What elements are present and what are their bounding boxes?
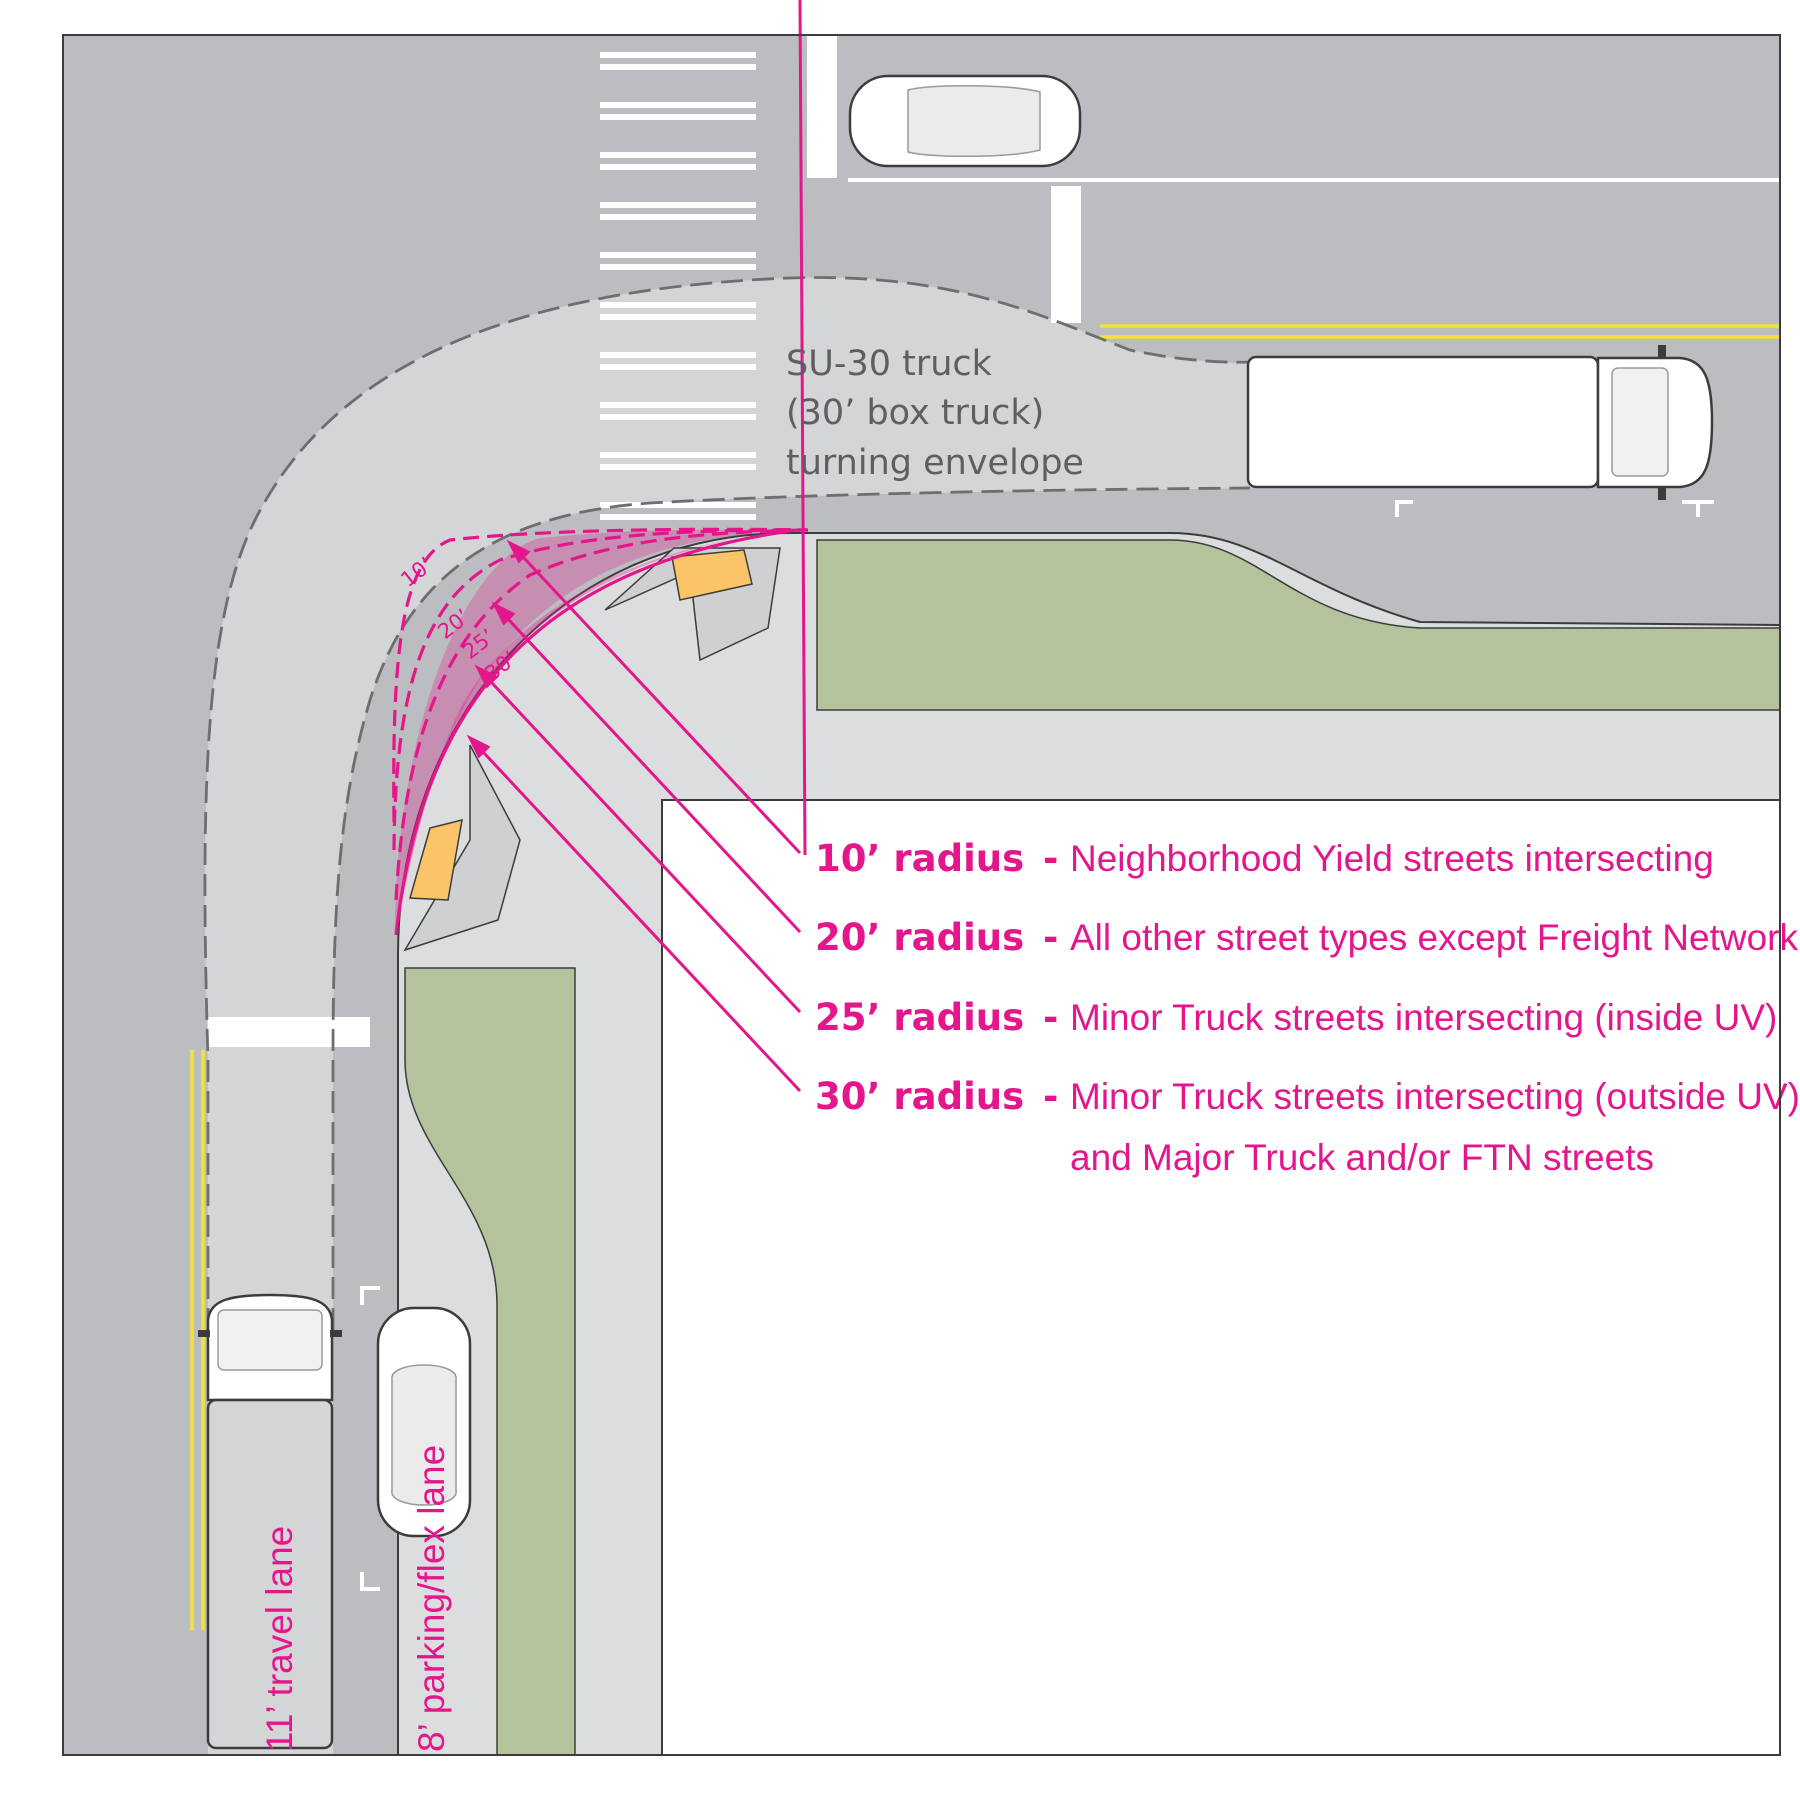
legend-dash-10: - [1043,837,1058,880]
planting-strip-north [816,539,1781,711]
leader-lines [466,0,807,1093]
stop-bar-east [1051,186,1081,323]
lane-line-north [848,178,1780,182]
car-parked [376,1306,472,1538]
legend-row-30: 30’ radius - Minor Truck streets interse… [815,1075,1800,1178]
center-line-east [1100,324,1780,339]
legend-desc-20: All other street types except Freight Ne… [1070,917,1798,958]
legend-desc-25: Minor Truck streets intersecting (inside… [1070,997,1777,1038]
truck-east [1246,345,1714,500]
crosswalk [600,52,756,520]
stop-bar-west [208,1017,370,1047]
legend-radius-25: 25’ radius [815,996,1024,1039]
legend-desc-30: Minor Truck streets intersecting (outsid… [1070,1076,1800,1117]
legend-radius-20: 20’ radius [815,916,1024,959]
radius-25-curve [394,528,809,901]
curb-ramp-west [403,744,521,952]
legend-dash-25: - [1043,996,1058,1039]
legend-desc-10: Neighborhood Yield streets intersecting [1070,838,1714,879]
legend-dash-20: - [1043,916,1058,959]
truck-envelope-outline [203,276,1251,1330]
block-outside [662,800,1780,1755]
truck-label-line1: SU-30 truck [786,344,993,384]
radius-20-curve [392,528,809,851]
legend-row-25: 25’ radius - Minor Truck streets interse… [815,996,1777,1039]
parking-lane-label: 8’ parking/flex lane [411,1445,452,1752]
truck-label-line2: (30’ box truck) [786,393,1044,433]
parking-marks [360,500,1714,1591]
radius-band-10-30 [395,529,808,935]
car-north [848,74,1082,168]
legend-radius-30: 30’ radius [815,1075,1024,1118]
legend-radius-10: 10’ radius [815,837,1024,880]
curb-ramp-north [604,547,781,662]
legend-desc-30-line2: and Major Truck and/or FTN streets [1070,1137,1654,1178]
truck-envelope-label: SU-30 truck (30’ box truck) turning enve… [786,344,1084,483]
legend-row-20: 20’ radius - All other street types exce… [815,916,1798,959]
radius-30-curve [394,529,791,936]
center-line-west [190,1050,205,1630]
truck-south [198,1293,342,1750]
truck-label-line3: turning envelope [786,443,1084,483]
radius-legend: 10’ radius - Neighborhood Yield streets … [815,837,1800,1178]
legend-row-10: 10’ radius - Neighborhood Yield streets … [815,837,1714,880]
diagram-frame [62,34,1781,1756]
legend-dash-30: - [1043,1075,1058,1118]
radius-10-curve [392,527,809,823]
planting-strip-west [404,967,576,1756]
travel-lane-label: 11’ travel lane [259,1526,300,1752]
stop-bar-north [807,35,837,178]
